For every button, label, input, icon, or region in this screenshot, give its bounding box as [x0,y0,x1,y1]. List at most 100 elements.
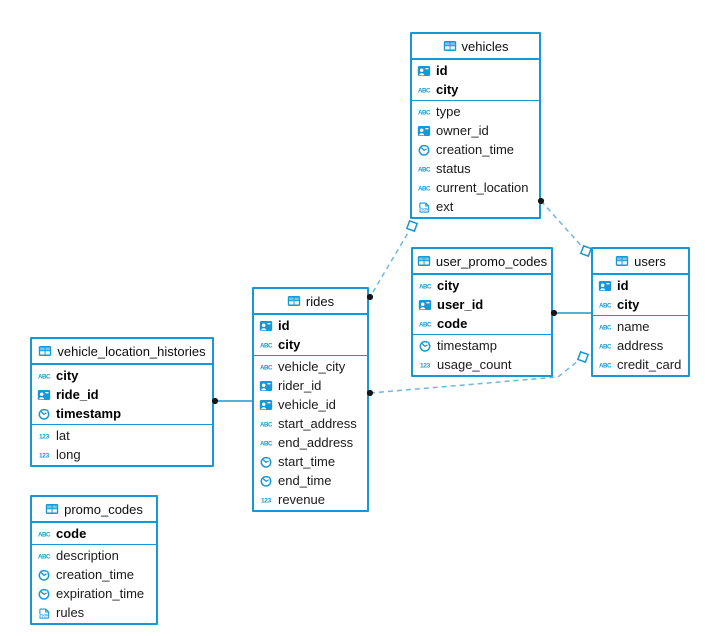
number-icon: 123 [259,493,273,507]
table-icon [45,502,59,516]
clock-icon [37,587,51,601]
table-header-promo_codes[interactable]: promo_codes [32,497,156,523]
svg-text:ABC: ABC [260,342,273,349]
field-label: end_time [278,473,332,488]
field-label: revenue [278,492,325,507]
field-id[interactable]: id [593,276,688,295]
table-header-vehicle_location_histories[interactable]: vehicle_location_histories [32,339,212,365]
clock-icon [259,474,273,488]
field-creation_time[interactable]: creation_time [32,565,156,584]
section-divider [413,334,551,335]
field-label: owner_id [436,123,489,138]
svg-text:ABC: ABC [418,87,431,94]
table-name: users [634,253,666,269]
field-lat[interactable]: 123 lat [32,426,212,445]
field-rider_id[interactable]: rider_id [254,376,367,395]
field-timestamp[interactable]: timestamp [32,404,212,423]
field-address[interactable]: ABC address [593,336,688,355]
endpoint-square-rides-users [576,350,590,364]
field-start_time[interactable]: start_time [254,452,367,471]
svg-text:JSON: JSON [419,207,429,211]
field-timestamp[interactable]: timestamp [413,336,551,355]
field-label: type [436,104,461,119]
svg-text:ABC: ABC [260,440,273,447]
table-header-rides[interactable]: rides [254,289,367,315]
table-name: vehicles [461,38,509,54]
field-label: lat [56,428,70,443]
field-label: city [278,337,301,352]
field-revenue[interactable]: 123 revenue [254,490,367,509]
field-user_id[interactable]: user_id [413,295,551,314]
field-label: rider_id [278,378,322,393]
field-id[interactable]: id [412,61,539,80]
field-creation_time[interactable]: creation_time [412,140,539,159]
svg-text:123: 123 [39,433,50,440]
field-label: code [437,316,468,331]
svg-text:ABC: ABC [419,283,432,290]
svg-text:ABC: ABC [38,373,51,380]
field-label: timestamp [56,406,122,421]
field-ride_id[interactable]: ride_id [32,385,212,404]
field-end_time[interactable]: end_time [254,471,367,490]
svg-text:ABC: ABC [418,185,431,192]
field-label: creation_time [436,142,515,157]
abc-icon: ABC [598,339,612,353]
table-header-vehicles[interactable]: vehicles [412,34,539,60]
abc-icon: ABC [259,436,273,450]
field-current_location[interactable]: ABC current_location [412,178,539,197]
svg-text:123: 123 [39,452,50,459]
field-label: current_location [436,180,529,195]
field-expiration_time[interactable]: expiration_time [32,584,156,603]
field-label: name [617,319,650,334]
id-badge-icon [259,379,273,393]
field-owner_id[interactable]: owner_id [412,121,539,140]
svg-text:ABC: ABC [418,166,431,173]
section-divider [593,315,688,316]
abc-icon: ABC [598,358,612,372]
field-label: code [56,526,87,541]
field-label: start_time [278,454,336,469]
svg-text:ABC: ABC [599,302,612,309]
field-label: address [617,338,664,353]
section-divider [412,100,539,101]
field-vehicle_id[interactable]: vehicle_id [254,395,367,414]
abc-icon: ABC [418,279,432,293]
relationship-vehicles-rides [369,225,413,298]
svg-text:123: 123 [420,362,431,369]
field-id[interactable]: id [254,316,367,335]
table-header-users[interactable]: users [593,249,688,275]
field-label: user_id [437,297,484,312]
table-icon [38,344,52,358]
table-header-user_promo_codes[interactable]: user_promo_codes [413,249,551,275]
field-city[interactable]: ABC city [254,335,367,354]
